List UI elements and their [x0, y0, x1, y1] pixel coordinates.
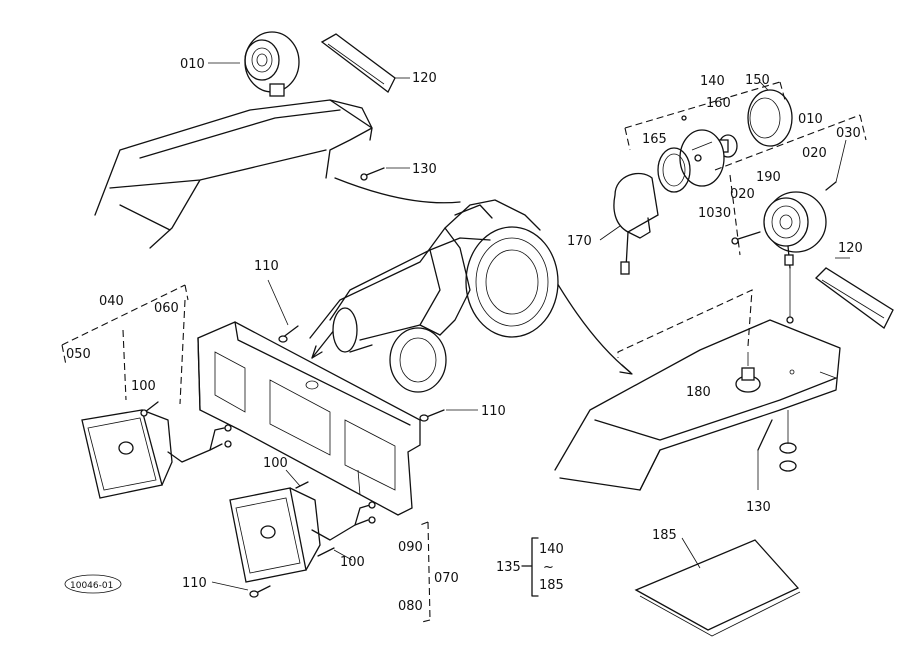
drawing-stamp: 10046-01 — [70, 581, 113, 591]
label-100-mid: 100 — [263, 456, 288, 471]
label-190: 190 — [756, 170, 781, 185]
label-130-right: 130 — [746, 500, 771, 515]
label-070: 070 — [434, 571, 459, 586]
left-headlamp-050 — [81, 409, 232, 499]
label-110-low: 110 — [182, 576, 207, 591]
label-140: 140 — [700, 74, 725, 89]
left-reflector-120 — [320, 33, 410, 93]
label-050: 050 — [66, 347, 91, 362]
range-label-185: 185 — [539, 578, 564, 593]
label-020-a: 020 — [802, 146, 827, 161]
bolt-110-top — [267, 279, 299, 343]
label-030-a: 030 — [836, 126, 861, 141]
range-label-sep: ~ — [543, 560, 554, 575]
label-010-right: 010 — [798, 112, 823, 127]
label-120-top: 120 — [412, 71, 437, 86]
label-120-right: 120 — [838, 241, 863, 256]
label-110-mid: 110 — [481, 404, 506, 419]
gasket-165 — [657, 147, 691, 193]
front-bracket-070 — [197, 321, 421, 516]
screw-030-a — [825, 139, 847, 191]
label-100-left: 100 — [131, 379, 156, 394]
right-work-lamp-190 — [763, 191, 827, 324]
label-150: 150 — [745, 73, 770, 88]
screw-030-b — [731, 231, 761, 245]
group-bracket-010 — [714, 114, 867, 256]
label-160: 160 — [706, 96, 731, 111]
group-bracket-140 — [624, 81, 786, 151]
label-170: 170 — [567, 234, 592, 249]
label-130-top: 130 — [412, 162, 437, 177]
label-100-low: 100 — [340, 555, 365, 570]
right-reflector-120 — [815, 257, 894, 329]
range-bracket-135 — [521, 537, 539, 597]
group-bracket-040 — [61, 284, 189, 405]
label-040: 040 — [99, 294, 124, 309]
label-165: 165 — [642, 132, 667, 147]
group-bracket-front — [617, 289, 753, 358]
left-work-lamp-010 — [208, 31, 300, 97]
bolt-100-low — [317, 547, 353, 561]
lower-headlamp-080 — [229, 487, 376, 583]
label-030-b: 1030 — [698, 206, 731, 221]
lamp-body-170 — [599, 172, 659, 275]
label-020-b: 020 — [730, 187, 755, 202]
left-fender — [94, 99, 373, 249]
arrow-left-fender — [334, 177, 461, 204]
group-bracket-070 — [419, 521, 431, 623]
label-185: 185 — [652, 528, 677, 543]
socket-plate-140 — [679, 115, 725, 187]
label-060: 060 — [154, 301, 179, 316]
rear-lamp-housing-150 — [747, 81, 793, 147]
bolt-110-mid — [419, 409, 478, 422]
range-label-140: 140 — [539, 542, 564, 557]
label-090: 090 — [398, 540, 423, 555]
label-010-left: 010 — [180, 57, 205, 72]
tractor-outline — [309, 199, 559, 393]
nut-180 — [735, 352, 761, 393]
label-180: 180 — [686, 385, 711, 400]
bolt-100-mid — [285, 469, 309, 489]
bolt-100-left — [140, 401, 159, 417]
manual-185 — [634, 537, 801, 637]
range-label-135: 135 — [496, 560, 521, 575]
bolt-110-low — [211, 581, 271, 598]
bolt-130-right — [757, 410, 797, 490]
label-080: 080 — [398, 599, 423, 614]
left-bolt-130 — [360, 167, 410, 181]
right-fender — [554, 319, 841, 491]
stamp-frame — [64, 574, 122, 594]
label-110-top: 110 — [254, 259, 279, 274]
